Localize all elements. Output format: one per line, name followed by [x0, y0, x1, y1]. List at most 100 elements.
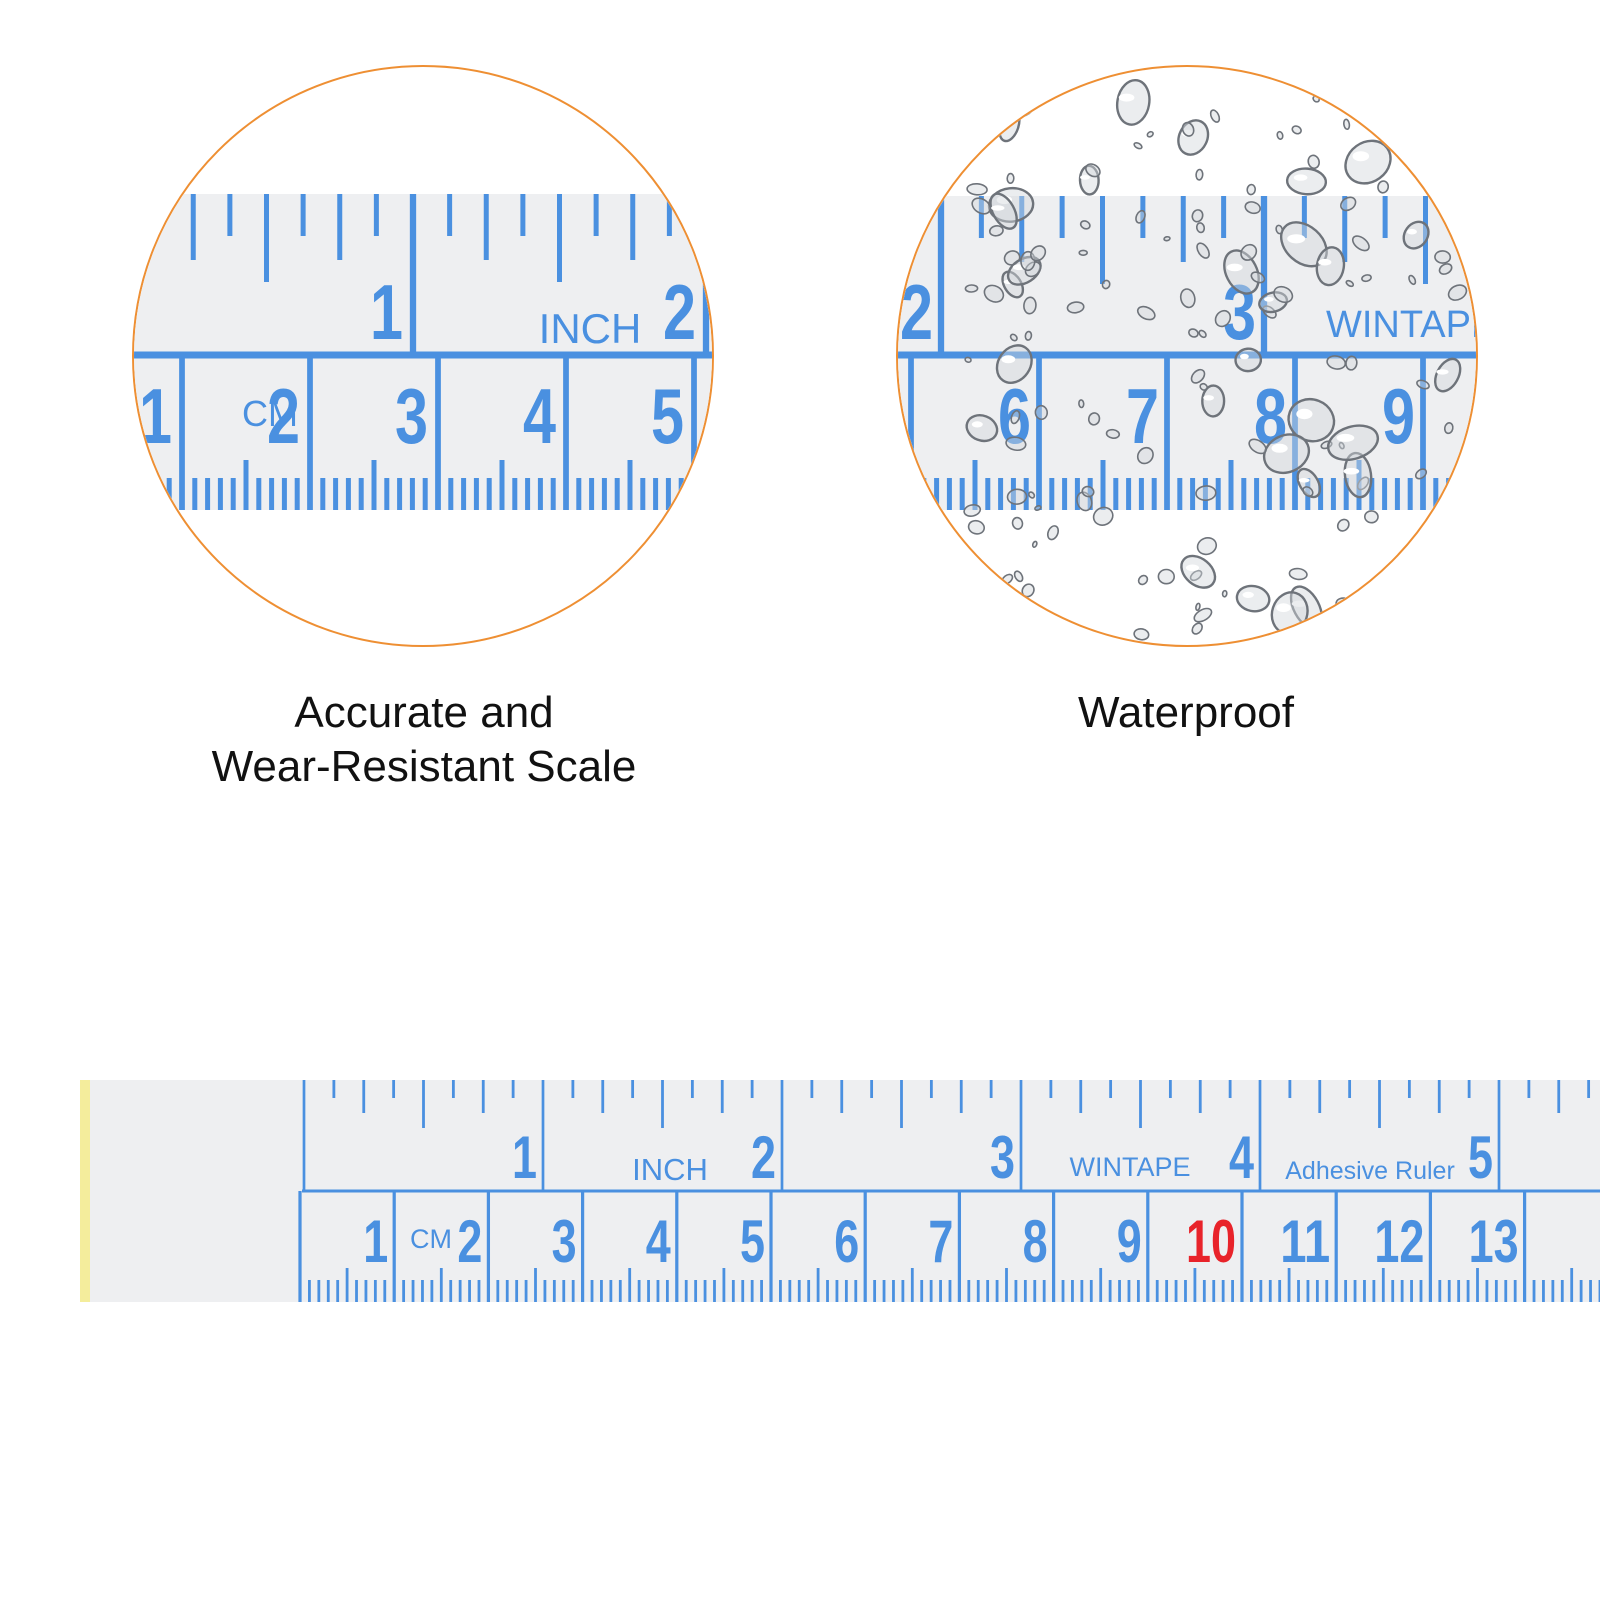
cm-tick [336, 1280, 340, 1302]
inch-tick [1100, 196, 1105, 284]
cm-tick [477, 1280, 481, 1302]
bubble [1196, 242, 1210, 259]
cm-tick [807, 1280, 811, 1302]
bubble [1030, 245, 1047, 262]
bubble [1209, 109, 1221, 123]
cm-tick [1278, 1280, 1282, 1302]
cm-tick [1228, 460, 1234, 510]
inch-tick [1557, 1080, 1561, 1113]
cm-tick [976, 1280, 980, 1302]
cm-tick [691, 355, 697, 510]
cm-label: CM [242, 393, 298, 434]
inch-tick [571, 1080, 575, 1098]
bubble-highlight [1240, 353, 1249, 360]
bubble-highlight [1318, 258, 1332, 266]
cm-number: 2 [457, 1208, 482, 1275]
inch-tick [483, 194, 489, 260]
inch-number: 3 [990, 1124, 1015, 1191]
cm-tick [402, 1280, 406, 1302]
cm-label: CM [410, 1224, 452, 1254]
bubble [1031, 540, 1038, 548]
cm-number: 9 [1382, 372, 1415, 460]
cm-tick [1297, 1280, 1300, 1302]
inch-tick [1049, 1080, 1053, 1098]
cm-tick [1420, 355, 1426, 510]
cm-tick [1343, 478, 1349, 510]
cm-tick [1177, 478, 1183, 510]
cm-tick [1164, 355, 1170, 510]
bubble [1447, 284, 1468, 301]
cm-tick [1118, 1280, 1121, 1302]
bubble [1340, 196, 1357, 212]
cm-tick [665, 478, 671, 510]
cm-tick [1231, 1280, 1234, 1302]
bubble-highlight [1001, 355, 1016, 364]
cm-tick [1062, 478, 1068, 510]
cm-tick [1589, 1280, 1592, 1302]
bubble [1288, 567, 1308, 581]
cm-tick [383, 1280, 387, 1302]
bubble [1275, 224, 1284, 235]
bubble [1326, 424, 1380, 462]
inch-tick [1109, 1080, 1113, 1098]
bubble [998, 73, 1042, 119]
bubble-highlight [1293, 174, 1308, 181]
bubble [1078, 399, 1085, 409]
waterproof-closeup-tape: 2356789WINTAPE [898, 196, 1476, 510]
bubble [1364, 510, 1379, 524]
bubble [1046, 525, 1060, 541]
inch-tick [780, 1080, 784, 1191]
cm-tick [1087, 478, 1093, 510]
cm-tick [1598, 1280, 1600, 1302]
bubble-highlight [1242, 591, 1254, 599]
bubble [1437, 82, 1449, 94]
cm-tick [486, 1191, 491, 1302]
bubble [1078, 249, 1088, 257]
bubble [1092, 506, 1114, 526]
inch-tick [661, 1080, 664, 1128]
cm-tick [1266, 478, 1272, 510]
cm-tick [317, 1280, 321, 1302]
cm-tick [1532, 1280, 1536, 1302]
bubble [1240, 243, 1258, 261]
bubble [1188, 328, 1199, 338]
cm-tick [364, 1280, 368, 1302]
bubble [1024, 330, 1033, 341]
bubble [965, 414, 999, 443]
cm-tick [1190, 478, 1196, 510]
cm-tick [1433, 478, 1439, 510]
bubble [1377, 180, 1390, 194]
cm-tick [618, 1280, 622, 1302]
cm-tick [703, 1280, 707, 1302]
cm-tick [1570, 1268, 1574, 1302]
cm-tick [985, 478, 991, 510]
bubble [1276, 130, 1284, 140]
bubble [1189, 569, 1203, 582]
inch-tick [1079, 1080, 1083, 1113]
cm-number: 3 [395, 372, 428, 460]
cm-tick [844, 1280, 848, 1302]
cm-tick [1042, 1280, 1046, 1302]
bubble-highlight [1413, 613, 1429, 623]
cm-tick [1080, 1280, 1084, 1302]
cm-tick [1071, 1280, 1074, 1302]
bubble [1443, 422, 1454, 435]
cm-tick [307, 355, 313, 510]
inch-tick [1168, 1080, 1172, 1098]
bubble-highlight [1291, 600, 1308, 607]
bubble [1441, 175, 1469, 198]
inch-tick [511, 1080, 515, 1098]
inch-tick [810, 1080, 814, 1098]
cm-tick [972, 460, 978, 510]
cm-tick [256, 478, 262, 510]
cm-tick [788, 1280, 792, 1302]
bubble [1402, 220, 1430, 250]
cm-tick [1410, 1280, 1413, 1302]
cm-tick [1127, 1280, 1131, 1302]
cm-tick [967, 1280, 971, 1302]
bubble [1335, 597, 1355, 613]
cm-tick [1155, 1280, 1159, 1302]
cm-tick [1193, 1268, 1197, 1302]
bubble [1081, 485, 1095, 498]
